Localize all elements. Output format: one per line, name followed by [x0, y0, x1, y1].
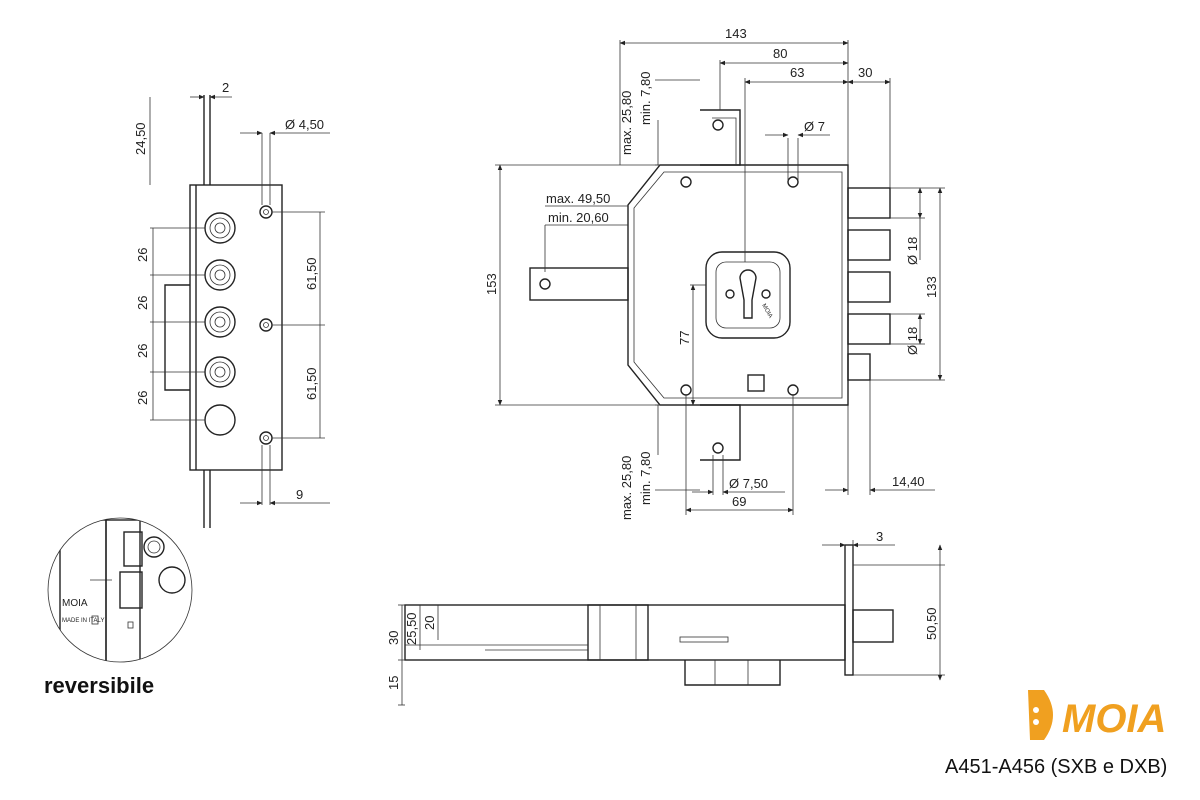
front-body — [627, 164, 849, 406]
dim-15: 15 — [386, 676, 401, 690]
dim-pitch-2: 26 — [135, 296, 150, 310]
dim-spacing-1: 61,50 — [304, 257, 319, 290]
inset-brand: MOIA — [62, 598, 88, 609]
dim-spacing-2: 61,50 — [304, 367, 319, 400]
top-view: 3 50,50 30 25,50 20 15 — [386, 529, 945, 706]
top-faceplate — [844, 544, 854, 676]
side-body — [189, 184, 283, 471]
dim-hole-7: Ø 7 — [804, 119, 825, 134]
brand-emblem-icon — [1028, 690, 1053, 740]
dim-30: 30 — [858, 65, 872, 80]
dim-bottom-min: min. 7,80 — [638, 452, 653, 505]
dim-pitch-1: 26 — [135, 248, 150, 262]
dim-keeper-min: min. 7,80 — [638, 72, 653, 125]
cylinder-slot — [739, 269, 757, 319]
side-bolt-1 — [204, 212, 236, 244]
dim-25-50: 25,50 — [404, 612, 419, 645]
front-bolt-2 — [847, 229, 891, 261]
dim-30-top: 30 — [386, 631, 401, 645]
dim-14-40: 14,40 — [892, 474, 925, 489]
reversible-label: reversibile — [44, 673, 154, 698]
front-bolt-4 — [847, 313, 891, 345]
dim-keeper-max: max. 25,80 — [619, 91, 634, 155]
dim-bottom-max: max. 25,80 — [619, 456, 634, 520]
side-latch-hole — [204, 404, 236, 436]
dim-handle-min: min. 20,60 — [548, 210, 609, 225]
dim-pitch-3: 26 — [135, 344, 150, 358]
dim-side-hole: Ø 4,50 — [285, 117, 324, 132]
dim-pitch-4: 26 — [135, 391, 150, 405]
dim-side-bottom: 9 — [296, 487, 303, 502]
dim-plate-3: 3 — [876, 529, 883, 544]
dim-bottom-hole: Ø 7,50 — [729, 476, 768, 491]
dim-133: 133 — [924, 276, 939, 298]
dim-80: 80 — [773, 46, 787, 61]
dim-height: 153 — [484, 273, 499, 295]
lock-marking: MOIA — [760, 303, 773, 319]
model-title: A451-A456 (SXB e DXB) — [945, 756, 1167, 778]
handle-bar — [529, 267, 629, 301]
brand-name: MOIA — [1062, 697, 1166, 741]
dim-side-offset: 24,50 — [133, 122, 148, 155]
top-body — [404, 604, 846, 661]
side-bolt-3 — [204, 306, 236, 338]
dim-bolt-dia-2: Ø 18 — [905, 327, 920, 355]
cylinder-plate — [705, 251, 791, 339]
reversible-inset: MOIA MADE IN ITALY reversibile — [44, 517, 193, 698]
dim-side-top: 2 — [222, 80, 229, 95]
side-view: 2 24,50 Ø 4,50 26 26 26 26 61,50 61,50 9 — [133, 80, 330, 528]
brand-logo: MOIA — [1028, 690, 1166, 741]
dim-handle-max: max. 49,50 — [546, 191, 610, 206]
spindle — [747, 374, 765, 392]
dim-bolt-dia-1: Ø 18 — [905, 237, 920, 265]
dim-63: 63 — [790, 65, 804, 80]
front-bolt-3 — [847, 271, 891, 303]
dim-69: 69 — [732, 494, 746, 509]
dim-20: 20 — [422, 616, 437, 630]
dim-depth: 50,50 — [924, 607, 939, 640]
front-bolt-1 — [847, 187, 891, 219]
dim-77: 77 — [677, 331, 692, 345]
front-view: MOIA 143 80 63 30 Ø 7 max. 25,80 min. 7,… — [484, 26, 945, 520]
dim-width: 143 — [725, 26, 747, 41]
inset-made: MADE IN ITALY — [62, 618, 104, 624]
side-bolt-2 — [204, 259, 236, 291]
side-bolt-4 — [204, 356, 236, 388]
